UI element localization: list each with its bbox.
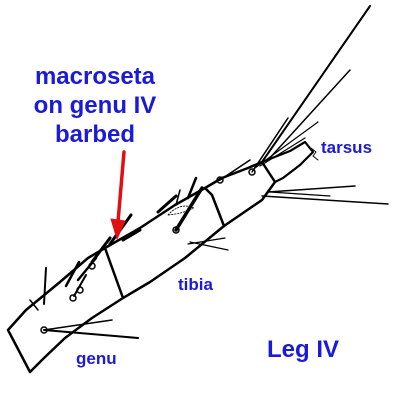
macroseta-annotation: macroseta on genu IV barbed <box>14 62 176 149</box>
seta-proximal-2 <box>29 299 39 311</box>
seta-proximal-3 <box>43 329 139 339</box>
tibia-label: tibia <box>178 275 213 294</box>
pointer-arrow-shaft <box>116 150 126 224</box>
seta-lower-1 <box>261 195 389 205</box>
seta-genu-4 <box>64 260 81 288</box>
seta-genu-3 <box>76 256 98 282</box>
long-seta-top <box>261 5 371 163</box>
seta-tarsus-2 <box>259 137 306 167</box>
macroseta-genu <box>121 228 142 242</box>
socket-joint-1 <box>248 168 256 176</box>
seta-tibia-2 <box>156 194 178 214</box>
seta-tibia-1 <box>174 186 204 232</box>
seta-joint-1 <box>251 117 289 173</box>
seta-lower-2 <box>267 185 356 193</box>
socket-tibia-1 <box>172 226 180 234</box>
leg-label: Leg IV <box>267 336 340 363</box>
socket-genu-3 <box>69 294 77 302</box>
tarsus-label: tarsus <box>321 138 373 157</box>
long-seta-top-b <box>267 69 351 161</box>
annotation-line-3: barbed <box>54 121 135 148</box>
socket-genu-1 <box>88 262 96 270</box>
socket-genu-2 <box>76 286 84 294</box>
seta-tarsus-1 <box>254 121 319 169</box>
seta-lower-3 <box>269 191 331 197</box>
socket-proximal <box>40 326 48 334</box>
annotation-line-1: macroseta <box>34 63 156 90</box>
tarsus-outline <box>260 140 315 184</box>
claw-detail <box>310 147 319 161</box>
seta-proximal-1 <box>43 267 47 305</box>
barb-detail <box>167 205 195 216</box>
joint-outline <box>203 160 277 228</box>
genu-outline <box>6 246 125 374</box>
genu-label: genu <box>76 349 117 368</box>
seta-proximal-4 <box>43 319 113 331</box>
socket-joint-2 <box>216 176 224 184</box>
seta-tibia-under-2 <box>189 241 229 251</box>
annotation-line-2: on genu IV <box>33 92 157 119</box>
seta-joint-2 <box>219 159 251 181</box>
seta-genu-5 <box>73 274 87 297</box>
pointer-arrow-head <box>110 218 126 240</box>
seta-tibia-4 <box>175 189 181 206</box>
tibia-outline <box>103 186 226 300</box>
seta-tibia-3 <box>186 176 198 200</box>
